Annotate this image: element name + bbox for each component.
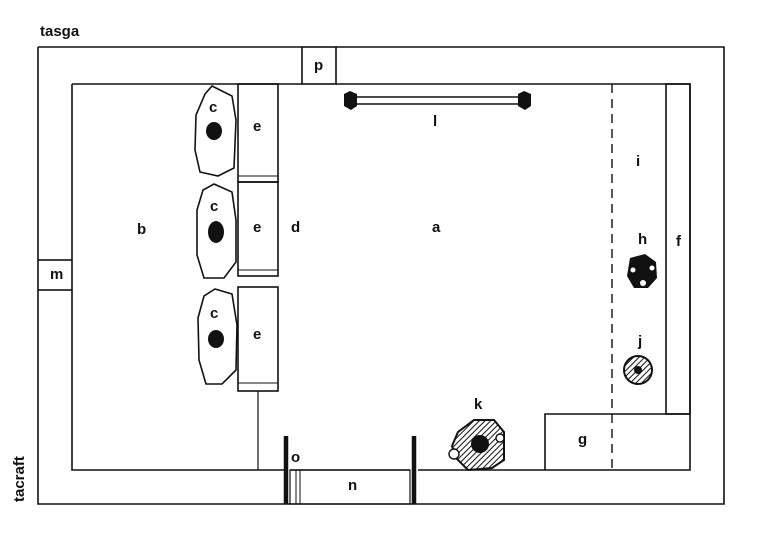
- label-n: n: [348, 477, 357, 494]
- label-e-2: e: [253, 219, 261, 236]
- label-m: m: [50, 266, 63, 283]
- outer-wall: [37, 46, 725, 505]
- label-h: h: [638, 231, 647, 248]
- label-g: g: [578, 431, 587, 448]
- label-j: j: [637, 333, 642, 350]
- doorway-n: [289, 469, 411, 505]
- block-g: [544, 413, 612, 470]
- jar-j: [623, 355, 653, 385]
- label-k: k: [474, 396, 483, 413]
- label-d: d: [291, 219, 300, 236]
- label-c-1: c: [209, 99, 217, 116]
- label-l: l: [433, 113, 437, 130]
- label-e-3: e: [253, 326, 261, 343]
- label-c-2: c: [210, 198, 218, 215]
- bowl-c-1-center: [206, 122, 222, 140]
- bowl-c-2: [196, 183, 237, 279]
- label-i: i: [636, 153, 640, 170]
- loom-post-left: [344, 91, 357, 110]
- hearth-k: [448, 419, 505, 472]
- bowl-c-3: [197, 288, 238, 385]
- loom-post-right: [518, 91, 531, 110]
- label-tasga: tasga: [40, 23, 80, 40]
- door-m: [37, 259, 73, 291]
- bowl-c-3-center: [208, 330, 224, 348]
- bowl-c-2-center: [208, 221, 224, 243]
- label-o: o: [291, 449, 300, 466]
- label-tacraft: tacraft: [11, 456, 28, 502]
- label-a: a: [432, 219, 441, 236]
- label-c-3: c: [210, 305, 218, 322]
- stone-h: [627, 254, 657, 288]
- label-f: f: [676, 233, 682, 250]
- label-b: b: [137, 221, 146, 238]
- label-e-1: e: [253, 118, 261, 135]
- bowl-c-1: [194, 85, 237, 177]
- label-p: p: [314, 57, 323, 74]
- bench-e-2: [237, 181, 279, 277]
- inner-wall: [71, 83, 691, 471]
- door-p: [301, 46, 337, 85]
